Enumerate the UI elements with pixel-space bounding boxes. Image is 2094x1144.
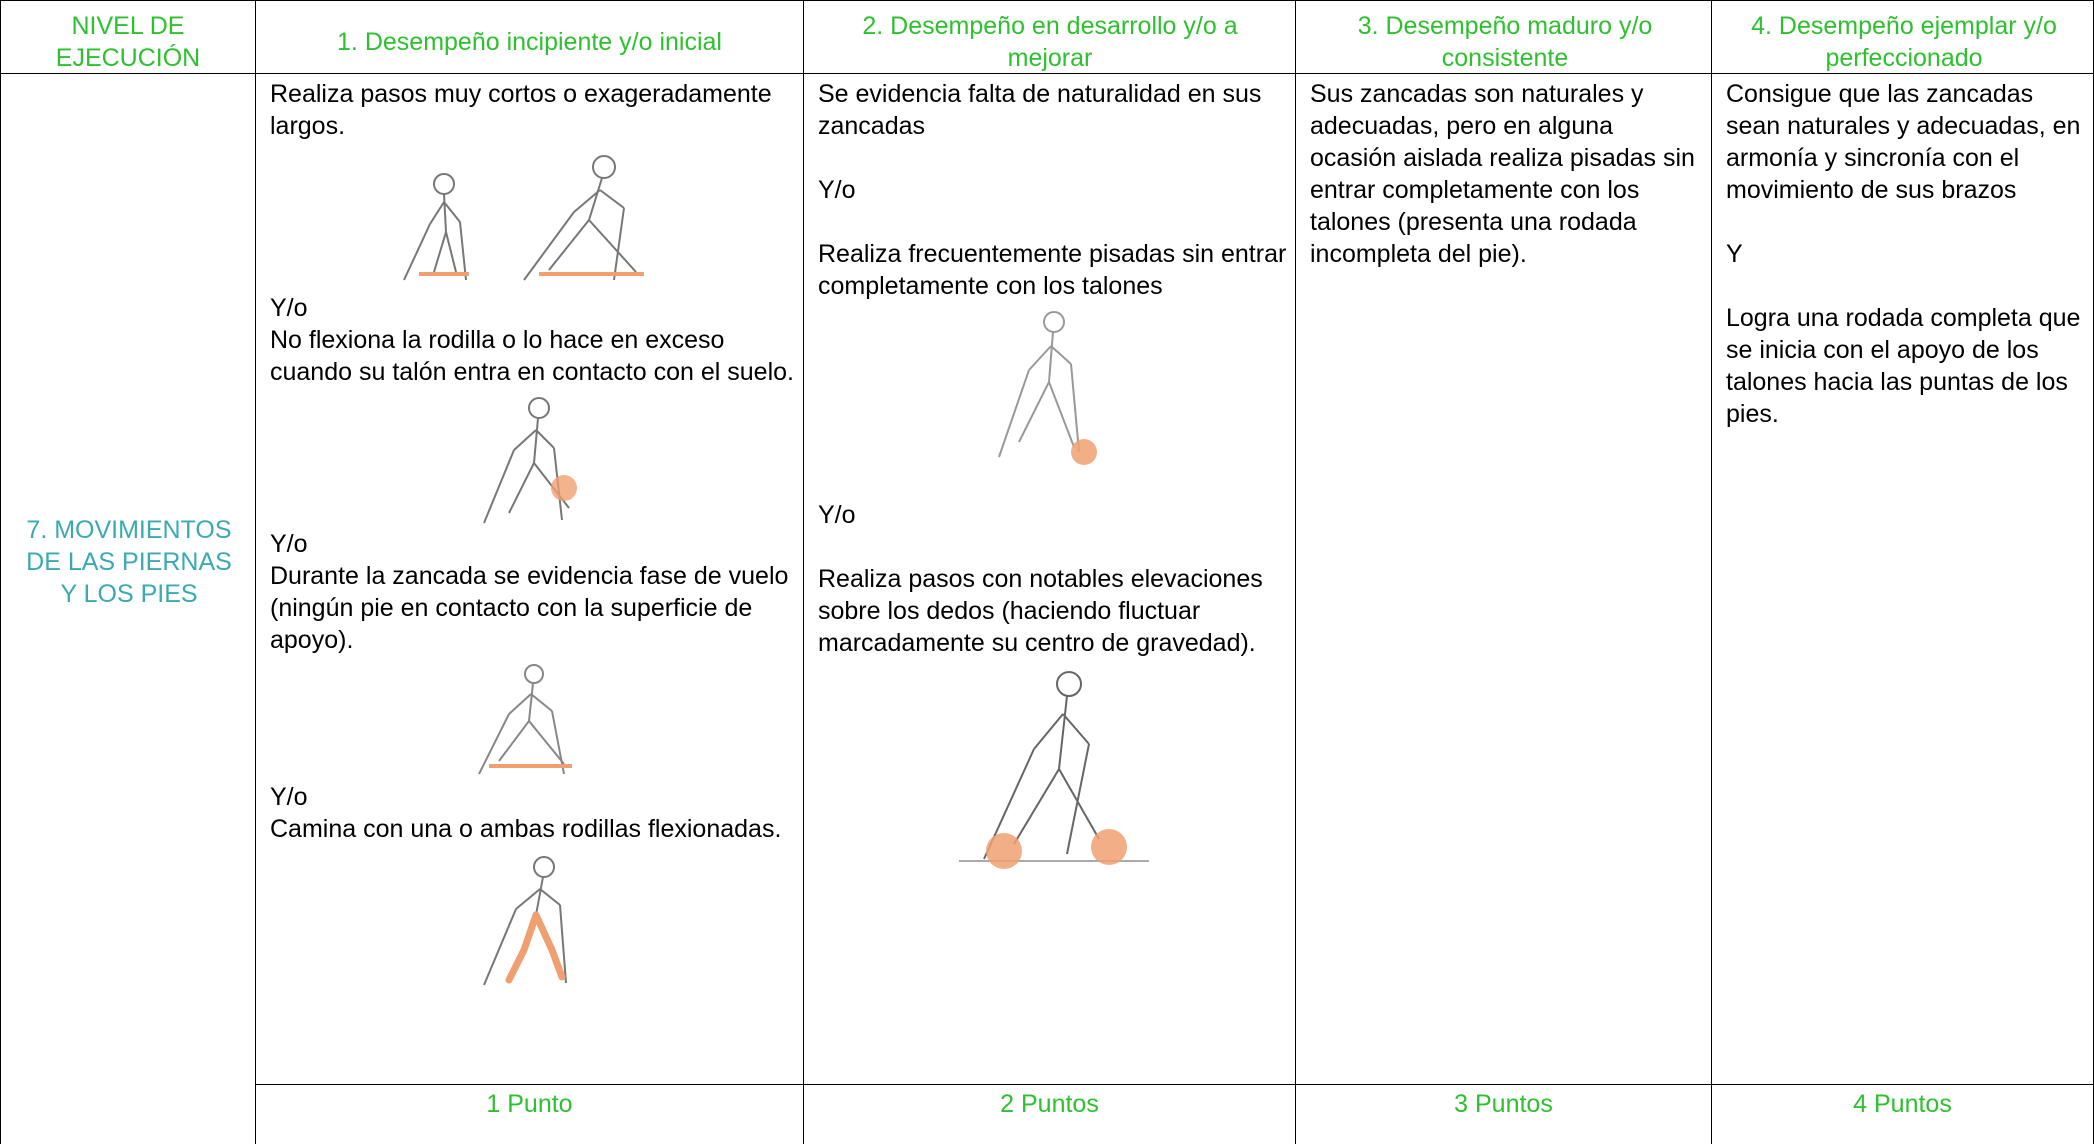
col-1-text-1: Realiza pasos muy cortos o exageradament… xyxy=(270,80,772,140)
col-2-text-2: Realiza frecuentemente pisadas sin entra… xyxy=(818,240,1287,300)
points-col-1: 1 Punto xyxy=(486,1090,573,1118)
points-col-3: 3 Puntos xyxy=(1454,1090,1553,1118)
col-4-content: Consigue que las zancadas sean naturales… xyxy=(1712,78,2093,430)
header-divider xyxy=(0,73,2094,74)
level-name: 7. MOVIMIENTOS DE LAS PIERNAS Y LOS PIES xyxy=(26,516,232,608)
col-divider-4 xyxy=(1711,0,1712,1144)
header-col-3: 3. Desempeño maduro y/o consistente xyxy=(1357,12,1653,72)
col-3-text-1: Sus zancadas son naturales y adecuadas, … xyxy=(1310,80,1695,268)
walker-toe-elevation-figure xyxy=(958,671,1149,869)
header-level-label: NIVEL DE EJECUCIÓN xyxy=(55,12,201,72)
col-divider-2 xyxy=(803,0,804,1144)
col-1-text-2: No flexiona la rodilla o lo hace en exce… xyxy=(270,326,794,386)
col-1-yo-1: Y/o xyxy=(270,294,308,322)
points-col-4: 4 Puntos xyxy=(1853,1090,1952,1118)
col-3-content: Sus zancadas son naturales y adecuadas, … xyxy=(1296,78,1711,270)
col-2-yo-2: Y/o xyxy=(818,501,856,529)
col-divider-1 xyxy=(255,0,256,1144)
walker-heel-strike-figure xyxy=(997,311,1097,465)
col-1-text-4: Camina con una o ambas rodillas flexiona… xyxy=(270,815,782,843)
col-4-text-1: Consigue que las zancadas sean naturales… xyxy=(1726,80,2081,204)
walker-flight-phase-figure xyxy=(477,664,572,775)
header-col-4: 4. Desempeño ejemplar y/o perfeccionado xyxy=(1751,12,2057,72)
col-divider-3 xyxy=(1295,0,1296,1144)
col-1-content: Realiza pasos muy cortos o exageradament… xyxy=(256,78,803,990)
col-4-text-2: Logra una rodada completa que se inicia … xyxy=(1726,304,2081,428)
walker-knee-flexion-figure xyxy=(482,397,577,524)
header-col-2: 2. Desempeño en desarrollo y/o a mejorar xyxy=(862,12,1238,72)
points-divider xyxy=(255,1084,2094,1085)
table-border-top xyxy=(0,0,2094,1)
walker-bent-knees-figure xyxy=(482,856,567,986)
col-1-yo-3: Y/o xyxy=(270,783,308,811)
points-col-2: 2 Puntos xyxy=(1000,1090,1099,1118)
header-col-1: 1. Desempeño incipiente y/o inicial xyxy=(337,28,722,56)
col-2-text-1: Se evidencia falta de naturalidad en sus… xyxy=(818,80,1262,140)
col-2-text-3: Realiza pasos con notables elevaciones s… xyxy=(818,565,1263,657)
walker-step-length-figure xyxy=(402,155,644,281)
col-2-content: Se evidencia falta de naturalidad en sus… xyxy=(804,78,1295,884)
col-4-y: Y xyxy=(1726,240,1743,268)
table-border-left xyxy=(0,0,1,1144)
col-1-yo-2: Y/o xyxy=(270,530,308,558)
col-2-yo-1: Y/o xyxy=(818,176,856,204)
col-1-text-3: Durante la zancada se evidencia fase de … xyxy=(270,562,789,654)
